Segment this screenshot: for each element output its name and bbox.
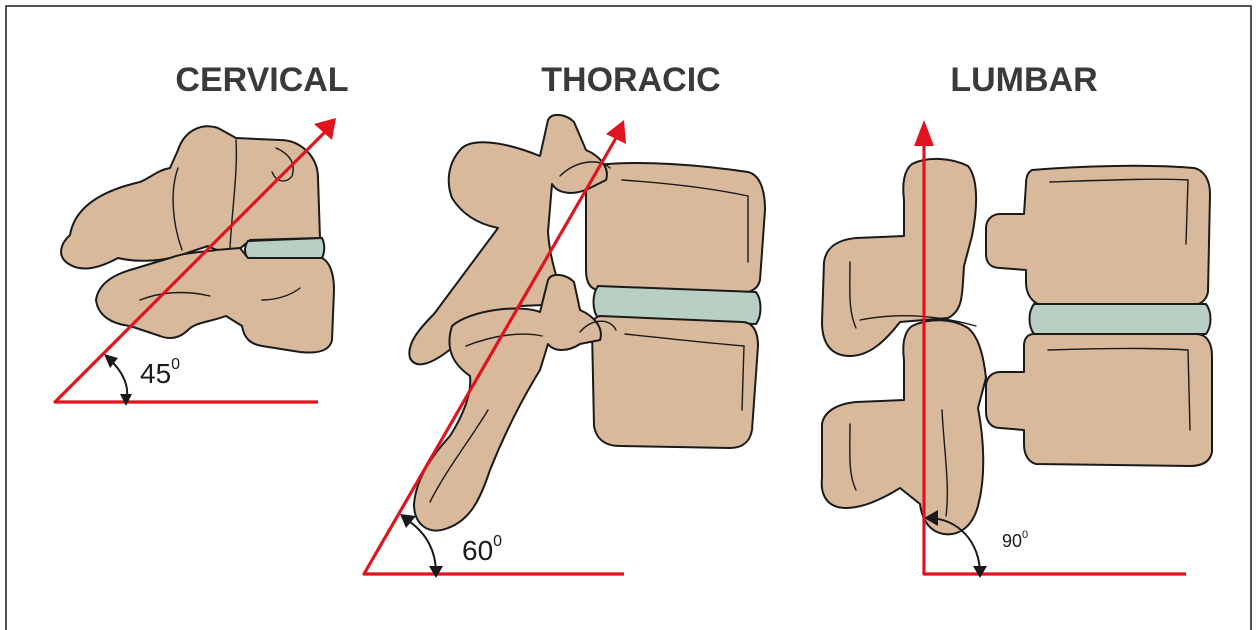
lumbar-title: LUMBAR [950,61,1097,99]
cervical-angle-label: 450 [140,356,180,389]
thoracic-title: THORACIC [541,61,720,99]
cervical-intervertebral-disc [245,238,324,259]
lumbar-intervertebral-disc [1030,304,1211,334]
cervical-lower-vertebra [96,248,334,353]
thoracic-angle-value: 60 [462,535,493,566]
thoracic-angle-label: 600 [462,533,502,566]
thoracic-upper-vertebral-body [586,163,765,293]
thoracic-lower-vertebral-body [592,316,758,448]
thoracic-panel: THORACIC 600 [364,61,765,578]
lumbar-vertebrae-illustration [822,159,1212,534]
lumbar-panel: LUMBAR 900 [822,61,1212,578]
lumbar-upper-vertebral-body [986,166,1210,306]
cervical-panel: CERVICAL 450 [55,61,349,406]
cervical-title: CERVICAL [175,61,348,99]
cervical-arc-arrow-bottom [120,394,132,406]
lumbar-lower-vertebral-body [986,334,1212,466]
cervical-vertebrae-illustration [61,126,334,352]
lumbar-arrowhead [914,120,934,146]
lumbar-arc-arrow-bottom [973,566,987,578]
thoracic-angle-degree: 0 [493,533,502,550]
cervical-angle-degree: 0 [171,356,180,373]
cervical-angle-value: 45 [140,358,171,389]
thoracic-vertebrae-illustration [409,115,765,531]
lumbar-angle-label: 900 [1002,529,1028,551]
thoracic-arc-arrow-bottom [429,566,443,578]
lumbar-angle-degree: 0 [1022,529,1028,541]
cervical-arrowhead [314,118,336,140]
lumbar-angle-value: 90 [1002,531,1022,551]
